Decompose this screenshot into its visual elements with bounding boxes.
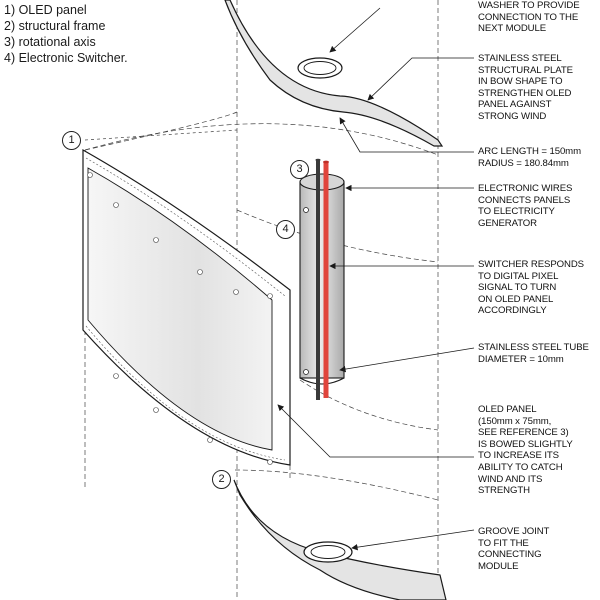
legend-item-structural-frame: 2) structural frame <box>4 19 106 33</box>
legend-item-electronic-switcher: 4) Electronic Switcher. <box>4 51 128 65</box>
ref-marker-panel: 1 <box>62 131 81 150</box>
legend-item-oled-panel: 1) OLED panel <box>4 3 87 17</box>
ref-marker-switcher: 4 <box>276 220 295 239</box>
oled-panel <box>82 148 291 466</box>
annotation-electronic-wires: ELECTRONIC WIRES CONNECTS PANELS TO ELEC… <box>478 183 573 229</box>
annotation-groove-joint: GROOVE JOINT TO FIT THE CONNECTING MODUL… <box>478 526 550 572</box>
ref-marker-axis: 3 <box>290 160 309 179</box>
annotation-oled-panel: OLED PANEL (150mm x 75mm, SEE REFERENCE … <box>478 404 573 497</box>
bottom-structural-plate <box>233 479 447 600</box>
leader-lines <box>277 7 475 551</box>
annotation-arc-length: ARC LENGTH = 150mm RADIUS = 180.84mm <box>478 146 581 169</box>
top-structural-plate <box>224 0 444 147</box>
legend: 1) OLED panel 2) structural frame 3) rot… <box>4 2 128 66</box>
legend-item-rotational-axis: 3) rotational axis <box>4 35 96 49</box>
annotation-steel-tube: STAINLESS STEEL TUBE DIAMETER = 10mm <box>478 342 589 365</box>
ref-marker-frame: 2 <box>212 470 231 489</box>
annotation-switcher: SWITCHER RESPONDS TO DIGITAL PIXEL SIGNA… <box>478 259 584 317</box>
rotational-axis-tube <box>299 158 345 400</box>
annotation-structural-plate: STAINLESS STEEL STRUCTURAL PLATE IN BOW … <box>478 53 573 122</box>
annotation-washer: WASHER TO PROVIDE CONNECTION TO THE NEXT… <box>478 0 580 35</box>
